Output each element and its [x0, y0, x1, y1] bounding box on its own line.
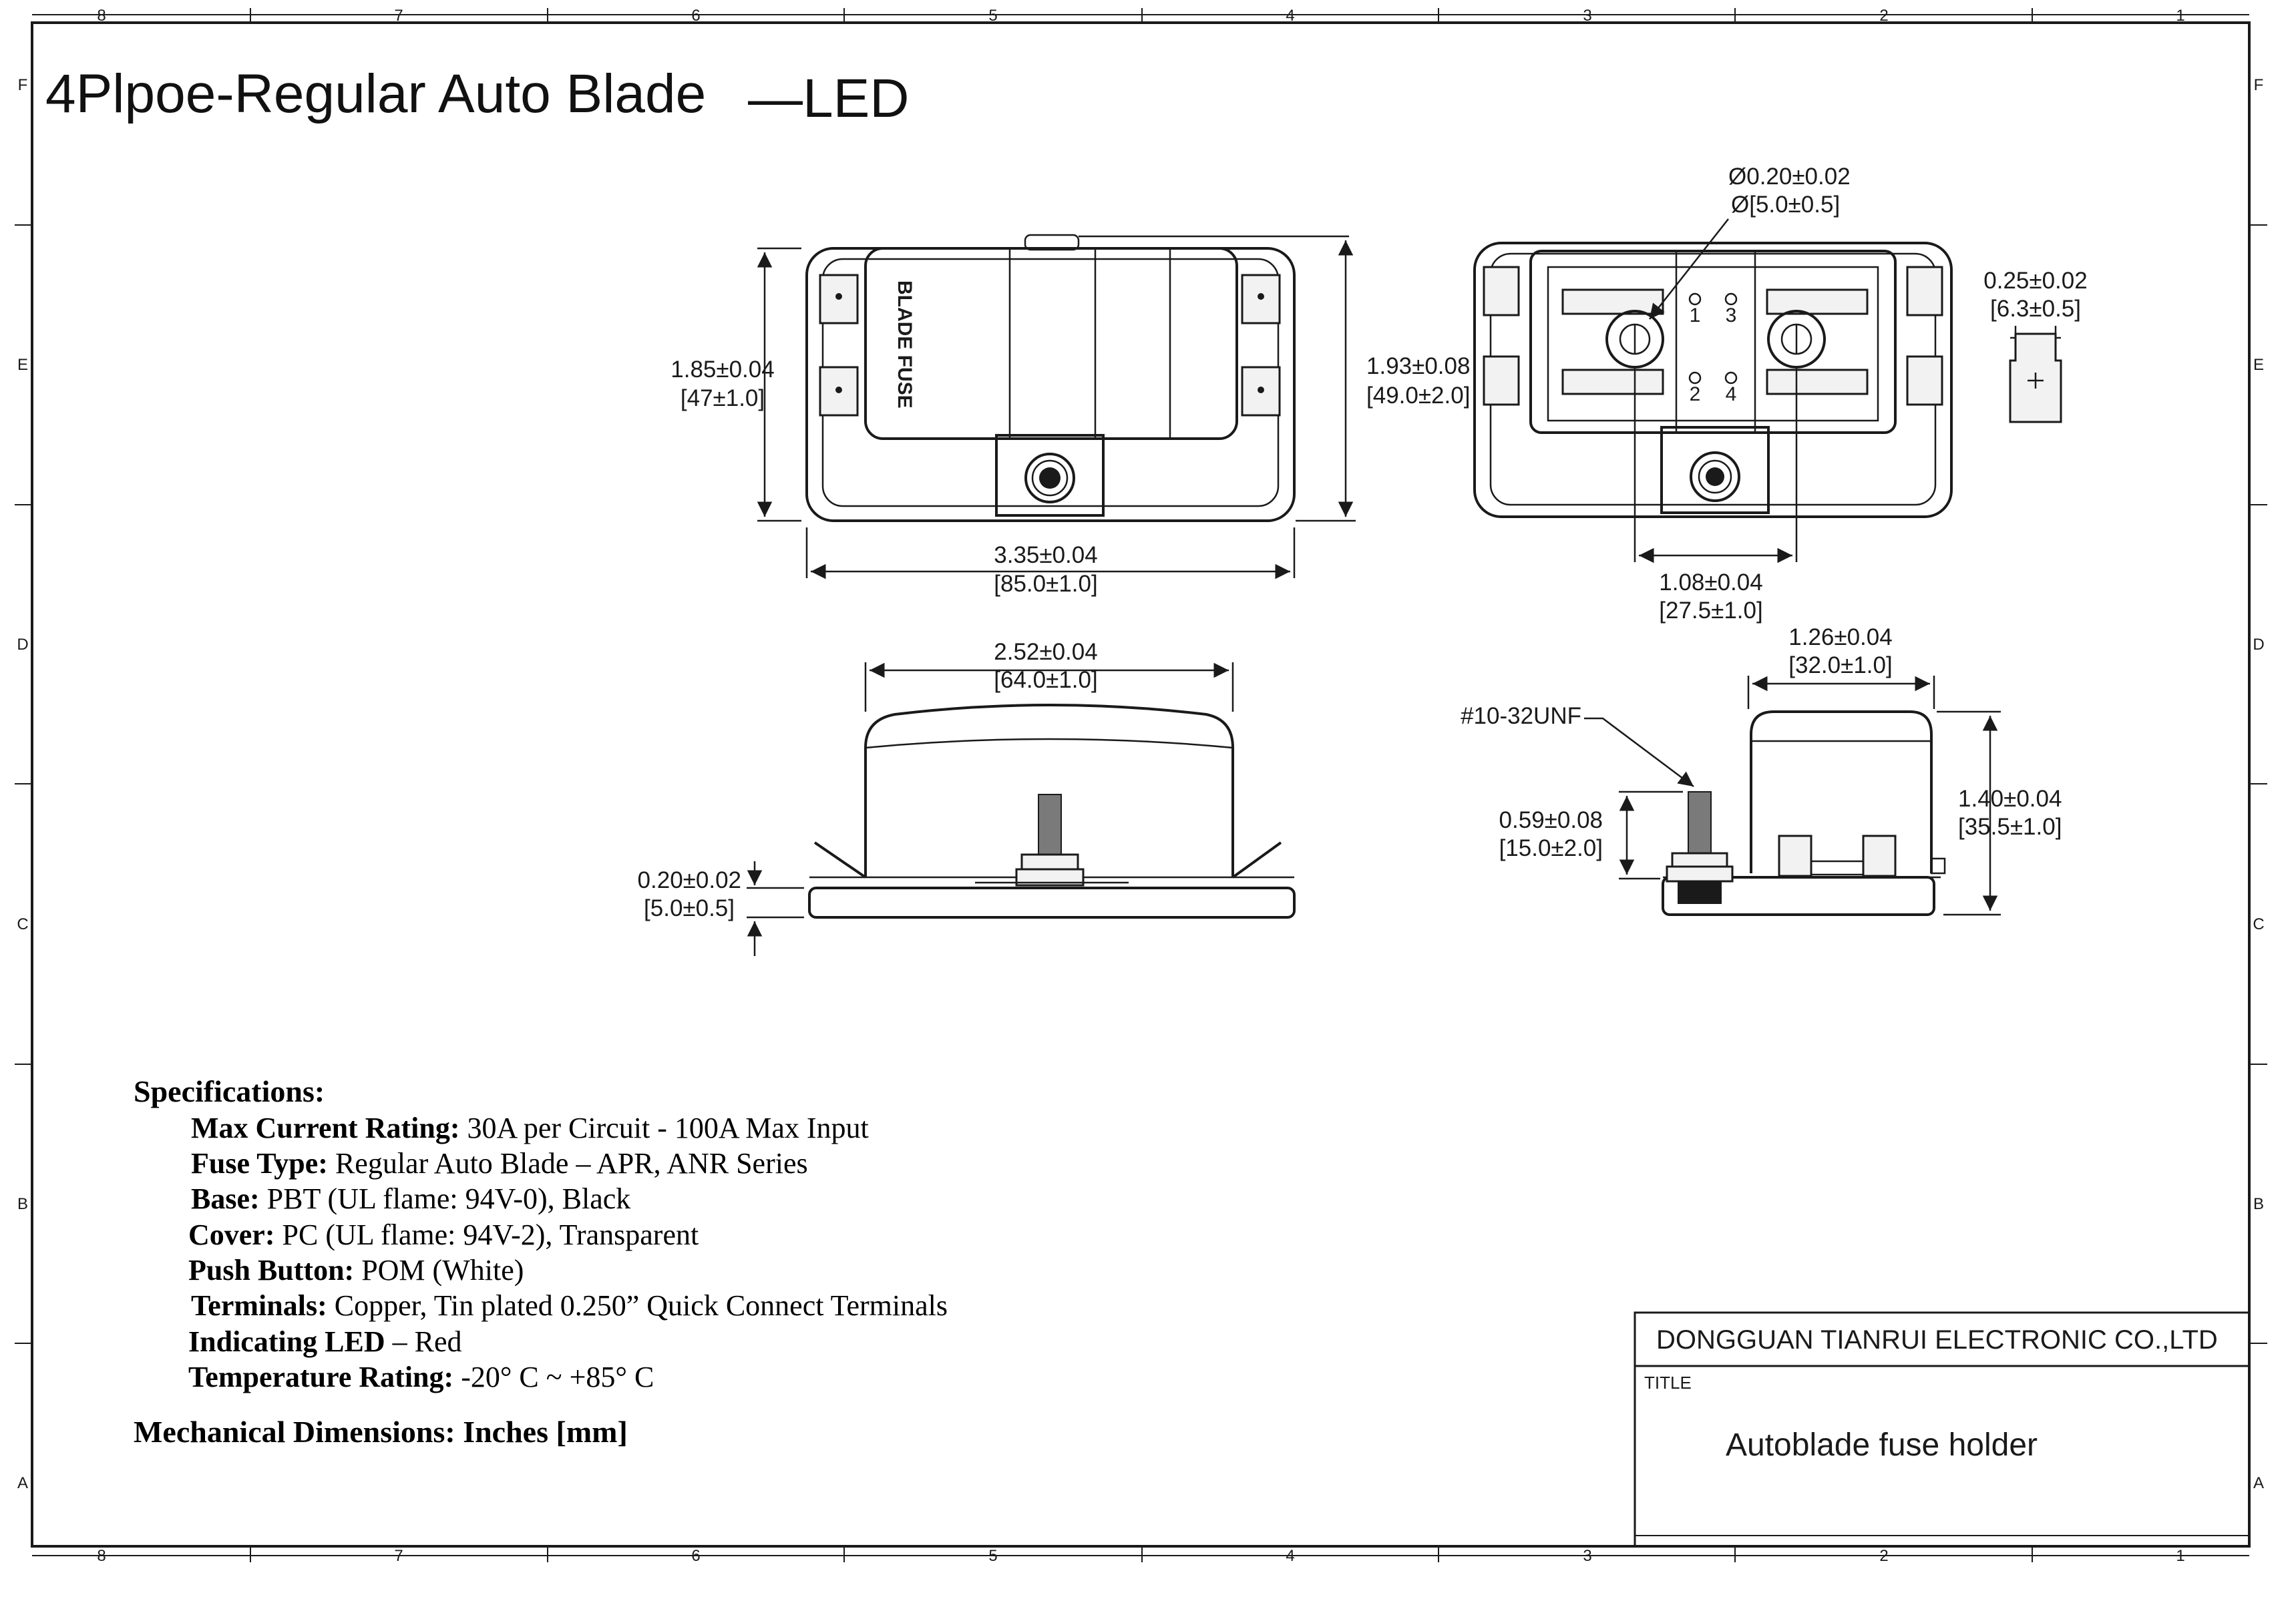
- drawing-title-suffix: —LED: [748, 68, 910, 129]
- dim-width-mm: [85.0±1.0]: [994, 571, 1097, 597]
- dim-base: 0.20±0.02: [638, 867, 741, 893]
- row-label: E: [2253, 356, 2264, 374]
- spec-line: Base: PBT (UL flame: 94V-0), Black: [191, 1182, 630, 1215]
- position-label: 3: [1726, 304, 1737, 326]
- end-view-dimensions: 1.26±0.04 [32.0±1.0] 1.40±0.04 [35.5±1.0…: [1461, 624, 2062, 916]
- dim-height-right: 1.93±0.08: [1366, 353, 1470, 379]
- row-labels-right: F E D C B A: [2253, 76, 2264, 1492]
- col-label: 6: [691, 7, 700, 25]
- col-label: 3: [1583, 7, 1591, 25]
- col-label: 8: [97, 1547, 106, 1565]
- spec-line: Max Current Rating: 30A per Circuit - 10…: [191, 1112, 869, 1144]
- spec-heading: Specifications:: [134, 1074, 325, 1108]
- column-labels-top: 8 7 6 5 4 3 2 1: [97, 7, 2184, 25]
- spec-line: Push Button: POM (White): [188, 1254, 524, 1287]
- front-view: BLADE FUSE: [805, 234, 1349, 522]
- dim-end-width-mm: [32.0±1.0]: [1788, 652, 1892, 678]
- col-label: 4: [1286, 1547, 1294, 1565]
- company-name: DONGGUAN TIANRUI ELECTRONIC CO.,LTD: [1656, 1325, 2218, 1355]
- cover-label: BLADE FUSE: [894, 280, 916, 409]
- end-view: [1662, 710, 1946, 916]
- dim-pitch: 1.08±0.04: [1659, 569, 1762, 596]
- col-label: 8: [97, 7, 106, 25]
- row-label: B: [2253, 1195, 2264, 1213]
- dim-height-left: 1.85±0.04: [671, 357, 774, 383]
- dim-stud-height: 0.59±0.08: [1499, 807, 1603, 833]
- title-block: DONGGUAN TIANRUI ELECTRONIC CO.,LTD TITL…: [1634, 1311, 2251, 1548]
- dim-terminal-width-mm: [6.3±0.5]: [1990, 296, 2081, 322]
- row-label: D: [2253, 636, 2264, 654]
- col-label: 7: [394, 7, 403, 25]
- col-label: 1: [2176, 7, 2184, 25]
- col-label: 2: [1879, 1547, 1888, 1565]
- row-label: F: [18, 76, 28, 94]
- col-label: 5: [988, 7, 997, 25]
- spec-line: Temperature Rating: -20° C ~ +85° C: [188, 1361, 654, 1393]
- side-view-dimensions: 2.52±0.04 [64.0±1.0] 0.20±0.02 [5.0±0.5]: [638, 639, 1234, 956]
- title-value: Autoblade fuse holder: [1726, 1427, 2038, 1463]
- dim-side-width: 2.52±0.04: [994, 639, 1097, 665]
- dim-terminal-width: 0.25±0.02: [1983, 268, 2087, 294]
- thread-label: #10-32UNF: [1461, 703, 1581, 729]
- row-label: D: [17, 636, 28, 654]
- col-label: 3: [1583, 1547, 1591, 1565]
- dim-end-width: 1.26±0.04: [1788, 624, 1892, 650]
- col-label: 1: [2176, 1547, 2184, 1565]
- spec-line: Indicating LED – Red: [188, 1325, 462, 1358]
- top-view: 1 3 2 4: [1473, 242, 1953, 518]
- dim-base-mm: [5.0±0.5]: [644, 895, 735, 921]
- specifications: Specifications: Max Current Rating: 30A …: [134, 1074, 948, 1449]
- row-ticks: [15, 224, 2267, 1344]
- col-label: 5: [988, 1547, 997, 1565]
- row-label: E: [17, 356, 28, 374]
- col-label: 6: [691, 1547, 700, 1565]
- dim-height-right-mm: [49.0±2.0]: [1366, 383, 1470, 409]
- dim-stud-height-mm: [15.0±2.0]: [1499, 835, 1603, 861]
- terminal-detail: 0.25±0.02 [6.3±0.5]: [1983, 268, 2088, 423]
- row-label: A: [2253, 1474, 2264, 1492]
- col-label: 2: [1879, 7, 1888, 25]
- row-label: B: [17, 1195, 28, 1213]
- drawing-frame: [31, 14, 2251, 1556]
- row-labels-left: F E D C B A: [17, 76, 28, 1492]
- side-view: [808, 704, 1296, 919]
- col-label: 4: [1286, 7, 1294, 25]
- col-label: 7: [394, 1547, 403, 1565]
- spec-line: Cover: PC (UL flame: 94V-2), Transparent: [188, 1218, 699, 1251]
- front-view-dimensions: 1.85±0.04 [47±1.0] 1.93±0.08 [49.0±2.0] …: [671, 240, 1470, 597]
- drawing-title: 4Plpoe-Regular Auto Blade: [45, 63, 706, 124]
- row-label: A: [17, 1474, 28, 1492]
- column-labels-bottom: 8 7 6 5 4 3 2 1: [97, 1547, 2184, 1565]
- column-ticks: [250, 8, 2033, 1562]
- dim-width: 3.35±0.04: [994, 542, 1097, 568]
- row-label: C: [2253, 915, 2264, 933]
- title-label: TITLE: [1644, 1373, 1692, 1393]
- position-label: 1: [1690, 304, 1701, 326]
- position-label: 2: [1690, 383, 1701, 405]
- dim-pitch-mm: [27.5±1.0]: [1659, 598, 1762, 624]
- dim-hole-dia-mm: Ø[5.0±0.5]: [1731, 192, 1840, 218]
- spec-line: Terminals: Copper, Tin plated 0.250” Qui…: [191, 1289, 948, 1322]
- spec-line: Fuse Type: Regular Auto Blade – APR, ANR…: [191, 1147, 808, 1180]
- dim-hole-dia: Ø0.20±0.02: [1728, 164, 1851, 190]
- dim-end-height-mm: [35.5±1.0]: [1958, 814, 2062, 840]
- row-label: F: [2254, 76, 2264, 94]
- position-label: 4: [1726, 383, 1737, 405]
- units-note: Mechanical Dimensions: Inches [mm]: [134, 1415, 628, 1449]
- dim-end-height: 1.40±0.04: [1958, 786, 2062, 812]
- dim-height-left-mm: [47±1.0]: [681, 385, 765, 411]
- top-view-dimensions: Ø0.20±0.02 Ø[5.0±0.5] 1.08±0.04 [27.5±1.…: [1634, 164, 1851, 624]
- dim-side-width-mm: [64.0±1.0]: [994, 667, 1097, 693]
- row-label: C: [17, 915, 28, 933]
